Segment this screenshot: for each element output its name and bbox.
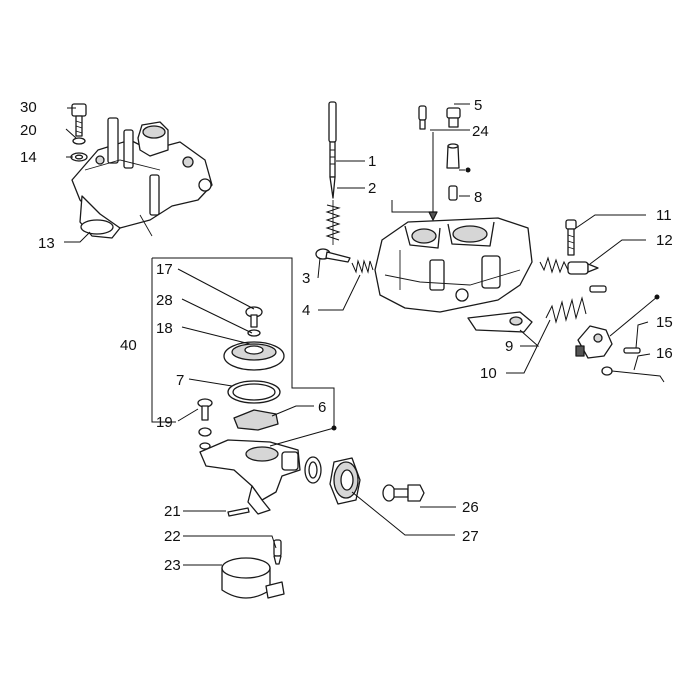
jet-8-part	[448, 185, 458, 201]
label-12: 12	[656, 232, 673, 249]
bolt-26-part	[382, 484, 425, 502]
label-3: 3	[302, 270, 310, 287]
label-4: 4	[302, 302, 310, 319]
spring-10-part	[545, 296, 587, 324]
washer-20-part	[72, 137, 86, 145]
label-30: 30	[20, 99, 37, 116]
pump-body-part	[199, 439, 301, 515]
cap-5-part	[446, 107, 461, 128]
label-14: 14	[20, 149, 37, 166]
label-11: 11	[656, 207, 672, 224]
carburetor-body-part	[374, 217, 533, 313]
label-28: 28	[156, 292, 173, 309]
label-8: 8	[474, 189, 482, 206]
label-13: 13	[38, 235, 55, 252]
label-6: 6	[318, 399, 326, 416]
label-26: 26	[462, 499, 479, 516]
rod-16-part	[601, 366, 665, 383]
screw-17-part	[245, 306, 263, 328]
cover-18-part	[223, 341, 285, 371]
screw-19-part	[197, 398, 213, 450]
label-23: 23	[164, 557, 181, 574]
ring-7-part	[227, 380, 281, 404]
label-19: 19	[156, 414, 173, 431]
needle-2-part	[325, 200, 341, 245]
label-17: 17	[156, 261, 173, 278]
jet-24-part	[418, 105, 427, 130]
label-16: 16	[656, 345, 673, 362]
label-27: 27	[462, 528, 479, 545]
screw-3-part	[315, 248, 351, 263]
carburetor-assembly-part	[71, 117, 213, 239]
screw-small-part	[589, 285, 607, 293]
label-15: 15	[656, 314, 673, 331]
choke-lever-part	[575, 325, 613, 359]
spring-4-part	[351, 259, 374, 274]
label-10: 10	[480, 365, 497, 382]
label-24: 24	[472, 123, 489, 140]
screw-11-part	[565, 219, 577, 256]
group-40-frame	[151, 257, 335, 428]
label-20: 20	[20, 122, 37, 139]
float-bowl-23-part	[221, 557, 285, 599]
label-40: 40	[120, 337, 137, 354]
tube-part	[446, 143, 460, 169]
screw-30-part	[71, 103, 87, 137]
label-5: 5	[474, 97, 482, 114]
label-21: 21	[164, 503, 181, 520]
label-2: 2	[368, 180, 376, 197]
label-7: 7	[176, 372, 184, 389]
part-labels: 30 20 14 13 1 2 3 4 5 24 8 11 12 15 16 9…	[20, 97, 673, 574]
washer-28-part	[247, 329, 261, 337]
label-22: 22	[164, 528, 181, 545]
diaphragm-6-part	[233, 409, 279, 431]
needle-1-part	[328, 101, 337, 199]
label-18: 18	[156, 320, 173, 337]
screw-12-part	[539, 256, 599, 275]
leader-lines	[64, 103, 660, 566]
label-9: 9	[505, 338, 513, 355]
pin-21-part	[227, 507, 250, 517]
label-1: 1	[368, 153, 376, 170]
oring-part	[304, 456, 322, 484]
filter-27-part	[329, 457, 361, 505]
screw-15-part	[623, 347, 641, 354]
jet-22-part	[273, 539, 282, 565]
